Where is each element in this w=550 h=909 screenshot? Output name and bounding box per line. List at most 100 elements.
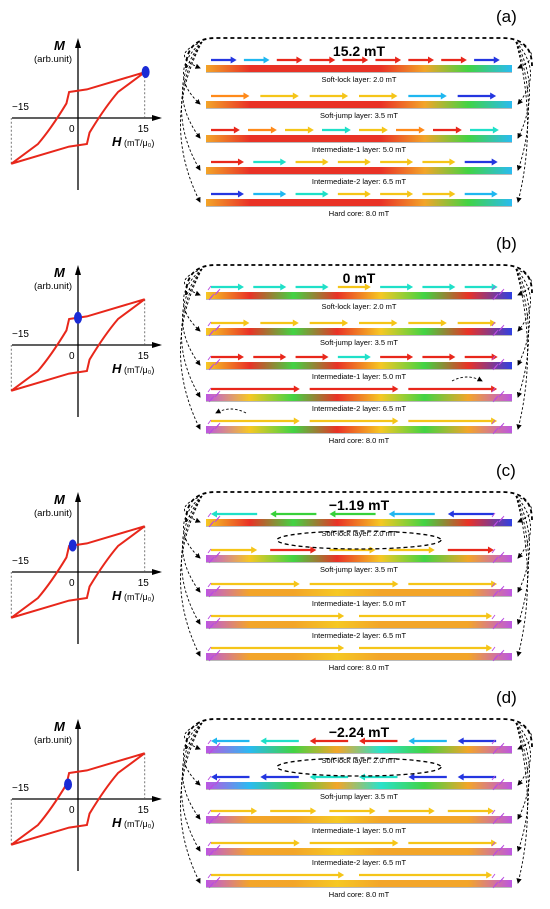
layer-label: Soft-lock layer: 2.0 mT bbox=[321, 75, 396, 84]
spin-twist bbox=[494, 395, 499, 401]
spin-arrow-head bbox=[364, 353, 371, 361]
spin-arrow-head bbox=[307, 126, 314, 134]
m-axis-label: M bbox=[54, 719, 66, 734]
field-marker bbox=[64, 778, 73, 791]
spin-twist bbox=[491, 419, 496, 425]
m-axis-unit: (arb.unit) bbox=[34, 281, 72, 292]
spin-arrow-head bbox=[447, 510, 454, 518]
layer-bar bbox=[206, 394, 512, 401]
spin-twist bbox=[494, 427, 499, 433]
top-loop-arc bbox=[185, 491, 533, 523]
spin-twist bbox=[216, 551, 221, 557]
spin-twist bbox=[207, 841, 212, 847]
spin-twist bbox=[216, 390, 221, 396]
spin-arrow-head bbox=[487, 807, 494, 815]
layer-row: Soft-lock layer: 2.0 mT bbox=[206, 510, 512, 538]
spin-arrow-head bbox=[493, 56, 500, 64]
right-flux-line bbox=[515, 495, 530, 593]
right-flux-line bbox=[515, 41, 530, 139]
spin-twist bbox=[210, 329, 215, 335]
layer-bar bbox=[206, 848, 512, 855]
layer-label: Intermediate-2 layer: 6.5 mT bbox=[312, 404, 407, 413]
left-flux-line bbox=[183, 495, 203, 559]
hysteresis-loop bbox=[10, 298, 146, 392]
spin-twist bbox=[500, 742, 505, 748]
layer-bar bbox=[206, 880, 512, 887]
layer-row: Soft-lock layer: 2.0 mT bbox=[206, 283, 512, 311]
spin-twist bbox=[500, 422, 505, 428]
spin-arrow-head bbox=[392, 839, 399, 847]
right-flux-line bbox=[515, 41, 529, 171]
spin-twist bbox=[216, 649, 221, 655]
panel-letter: (c) bbox=[496, 461, 516, 480]
spin-arrow-head bbox=[260, 737, 267, 745]
spin-twist bbox=[491, 512, 496, 518]
spin-twist bbox=[210, 654, 215, 660]
tick-pos-15: 15 bbox=[138, 578, 150, 589]
spin-arrow-head bbox=[292, 319, 299, 327]
right-flux-line bbox=[515, 268, 530, 366]
spin-twist bbox=[491, 739, 496, 745]
spin-twist bbox=[494, 590, 499, 596]
layer-row: Hard core: 8.0 mT bbox=[206, 190, 512, 218]
spin-twist bbox=[207, 775, 212, 781]
spin-twist bbox=[491, 775, 496, 781]
layer-bar bbox=[206, 816, 512, 823]
layer-bar bbox=[206, 135, 512, 142]
spin-twist bbox=[494, 556, 499, 562]
tick-neg-15: −15 bbox=[12, 329, 29, 340]
m-axis-arrow bbox=[75, 265, 81, 275]
layer-bar bbox=[206, 167, 512, 174]
h-axis-arrow bbox=[152, 342, 162, 348]
spin-arrow-head bbox=[211, 773, 217, 781]
inner-flux-loop bbox=[451, 376, 483, 382]
layer-bar bbox=[206, 199, 512, 206]
field-value: 0 mT bbox=[343, 270, 376, 286]
spin-arrow-head bbox=[407, 190, 414, 198]
layer-row: Soft-jump layer: 3.5 mT bbox=[206, 546, 512, 574]
left-flux-line bbox=[183, 722, 203, 786]
spin-arrow-head bbox=[230, 56, 237, 64]
layer-label: Hard core: 8.0 mT bbox=[329, 890, 390, 899]
spin-twist bbox=[216, 324, 221, 330]
spin-arrow-head bbox=[457, 737, 464, 745]
spin-twist bbox=[216, 742, 221, 748]
panel-letter: (b) bbox=[496, 234, 517, 253]
spin-twist bbox=[216, 358, 221, 364]
spin-arrow-head bbox=[293, 580, 300, 588]
spin-twist bbox=[500, 585, 505, 591]
h-axis-arrow bbox=[152, 569, 162, 575]
spin-arrow-head bbox=[322, 158, 329, 166]
spin-arrow-head bbox=[391, 319, 398, 327]
spin-arrow-head bbox=[449, 353, 456, 361]
spin-arrow-head bbox=[329, 56, 336, 64]
spin-arrow-head bbox=[310, 546, 317, 554]
spin-twist bbox=[494, 747, 499, 753]
tick-pos-15: 15 bbox=[138, 805, 150, 816]
spin-arrow-head bbox=[388, 510, 395, 518]
layer-bar bbox=[206, 65, 512, 72]
left-flux-line bbox=[182, 495, 203, 593]
spin-twist bbox=[210, 427, 215, 433]
spin-arrow-head bbox=[490, 319, 497, 327]
spin-arrow-head bbox=[449, 190, 456, 198]
layer-row: Intermediate-2 layer: 6.5 mT bbox=[206, 385, 512, 413]
layer-bar bbox=[206, 292, 512, 299]
h-axis-arrow bbox=[152, 115, 162, 121]
left-flux-line bbox=[180, 722, 203, 884]
layer-label: Intermediate-1 layer: 5.0 mT bbox=[312, 826, 407, 835]
m-axis-label: M bbox=[54, 265, 66, 280]
layer-bar bbox=[206, 519, 512, 526]
spin-twist bbox=[491, 387, 496, 393]
spin-arrow-head bbox=[392, 385, 399, 393]
spin-arrow-head bbox=[492, 126, 499, 134]
spin-arrow-head bbox=[486, 871, 493, 879]
spin-twist bbox=[207, 614, 212, 620]
spin-twist bbox=[216, 422, 221, 428]
spin-arrow-head bbox=[449, 158, 456, 166]
spin-twist bbox=[494, 329, 499, 335]
layer-bar bbox=[206, 328, 512, 335]
layer-row: Soft-jump layer: 3.5 mT bbox=[206, 92, 512, 120]
